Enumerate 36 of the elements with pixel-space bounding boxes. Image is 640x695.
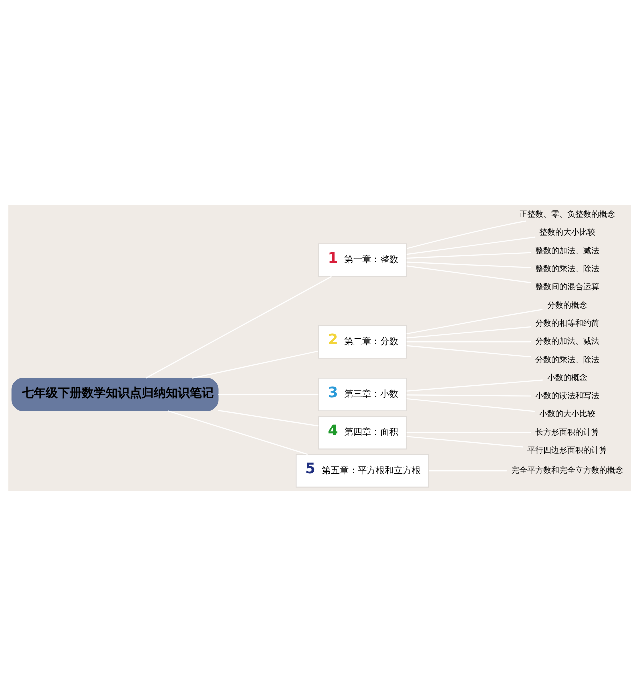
node-text: 整数的加法、减法 <box>535 244 600 255</box>
node-box: 4 第四章：面积 <box>318 416 408 450</box>
node-text: 完全平方数和完全立方数的概念 <box>511 464 624 475</box>
node-box: 2 第二章：分数 <box>318 324 408 358</box>
connector <box>406 265 532 283</box>
node-text: 分数的相等和约简 <box>535 317 600 328</box>
node-text: 小数的大小比较 <box>539 408 596 418</box>
node-box: 1 第一章：整数 <box>318 243 408 277</box>
node-text: 小数的概念 <box>547 372 588 382</box>
node-box: 3 第三章：小数 <box>318 377 408 412</box>
connector <box>146 276 332 378</box>
connector <box>406 344 532 358</box>
node-text: 平行四边形面积的计算 <box>527 444 608 455</box>
connector <box>406 379 543 392</box>
node-box: 5 第五章：平方根和立方根 <box>296 454 430 488</box>
node-text: 分数的加法、减法 <box>535 336 600 346</box>
node-text: 正整数、零、负整数的概念 <box>519 208 616 218</box>
node-box: 七年级下册数学知识点归纳知识笔记 <box>12 377 219 412</box>
node-text: 整数的大小比较 <box>539 226 596 237</box>
connector <box>406 436 524 448</box>
connector <box>406 252 532 258</box>
connector <box>406 261 532 268</box>
node-text: 小数的读法和写法 <box>535 390 600 400</box>
node-text: 分数的乘法、除法 <box>535 354 600 364</box>
connector <box>406 398 536 412</box>
connector <box>168 410 308 455</box>
node-text: 分数的概念 <box>547 299 588 310</box>
connector <box>406 326 532 338</box>
connector <box>218 410 319 426</box>
connector <box>406 308 543 334</box>
node-text: 长方形面积的计算 <box>535 426 600 436</box>
connector <box>406 236 536 255</box>
node-text: 整数的乘法、除法 <box>535 262 600 273</box>
connector <box>192 350 318 378</box>
node-text: 整数间的混合运算 <box>535 281 600 292</box>
connector <box>406 220 526 249</box>
